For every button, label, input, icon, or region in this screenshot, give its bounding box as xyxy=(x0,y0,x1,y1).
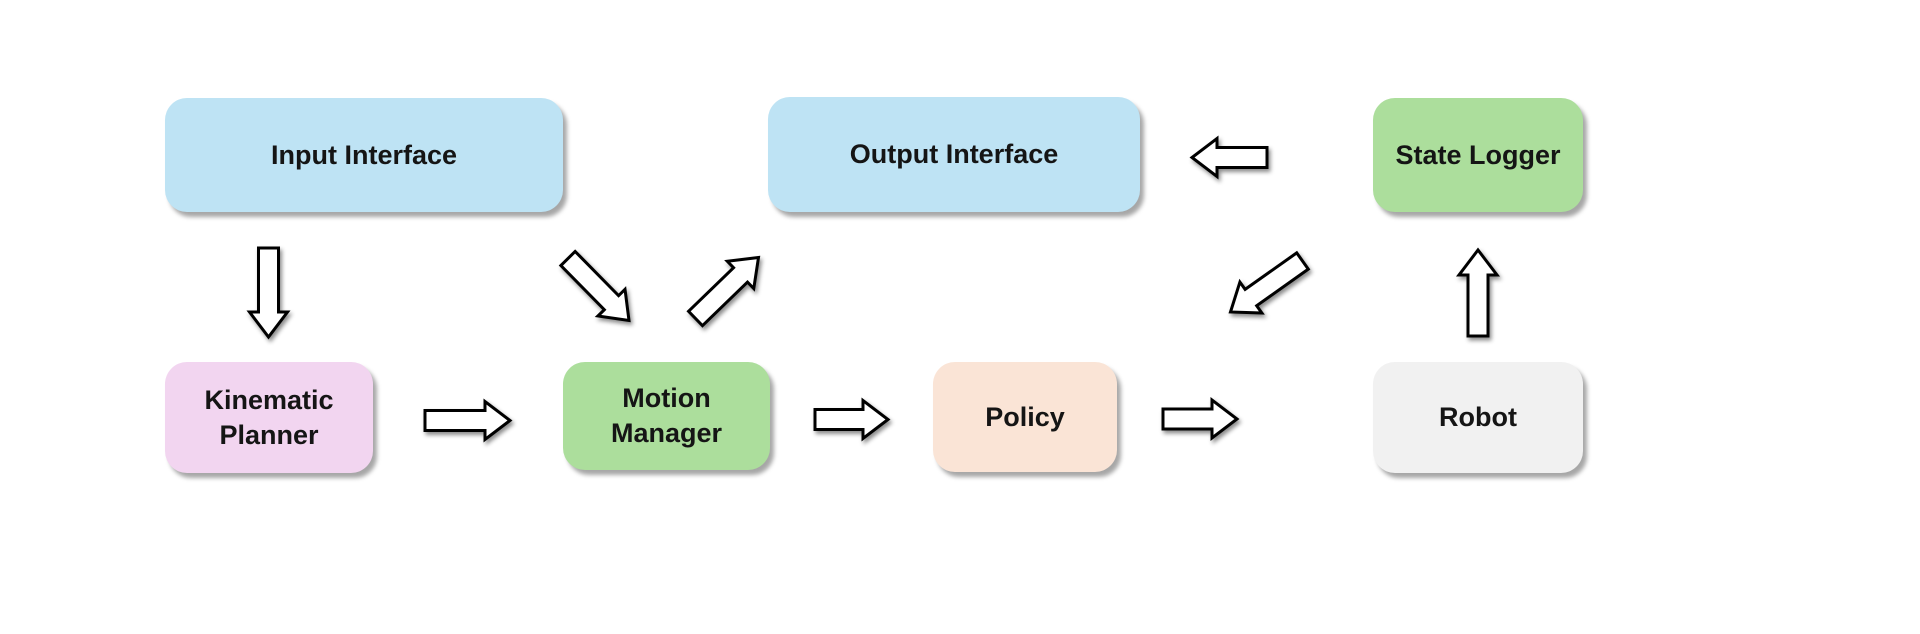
node-robot: Robot xyxy=(1373,362,1583,473)
arrow-robot-to-state-logger xyxy=(1455,247,1501,338)
arrow-motion-manager-to-policy xyxy=(813,396,891,442)
arrow-state-logger-to-output-interface xyxy=(1189,134,1269,180)
arrow-input-interface-to-kinematic-planner xyxy=(245,246,291,340)
node-input-interface: Input Interface xyxy=(165,98,563,212)
node-motion-manager: Motion Manager xyxy=(563,362,770,470)
arrow-input-interface-to-motion-manager xyxy=(558,248,631,322)
node-kinematic-planner: Kinematic Planner xyxy=(165,362,373,473)
arrow-policy-to-robot xyxy=(1161,396,1240,442)
node-label-input-interface: Input Interface xyxy=(270,139,458,170)
node-label-kinematic-planner: Kinematic Planner xyxy=(204,384,334,450)
node-label-policy: Policy xyxy=(985,401,1065,432)
arrow-motion-manager-to-output-interface xyxy=(685,255,760,328)
node-state-logger: State Logger xyxy=(1373,98,1583,212)
arrow-state-logger-to-policy xyxy=(1227,250,1310,315)
node-label-output-interface: Output Interface xyxy=(849,139,1059,170)
arrow-kinematic-planner-to-motion-manager xyxy=(423,397,513,443)
node-label-robot: Robot xyxy=(1439,402,1517,433)
node-label-state-logger: State Logger xyxy=(1395,139,1561,170)
node-output-interface: Output Interface xyxy=(768,97,1140,212)
node-policy: Policy xyxy=(933,362,1117,472)
node-label-motion-manager: Motion Manager xyxy=(610,383,723,448)
